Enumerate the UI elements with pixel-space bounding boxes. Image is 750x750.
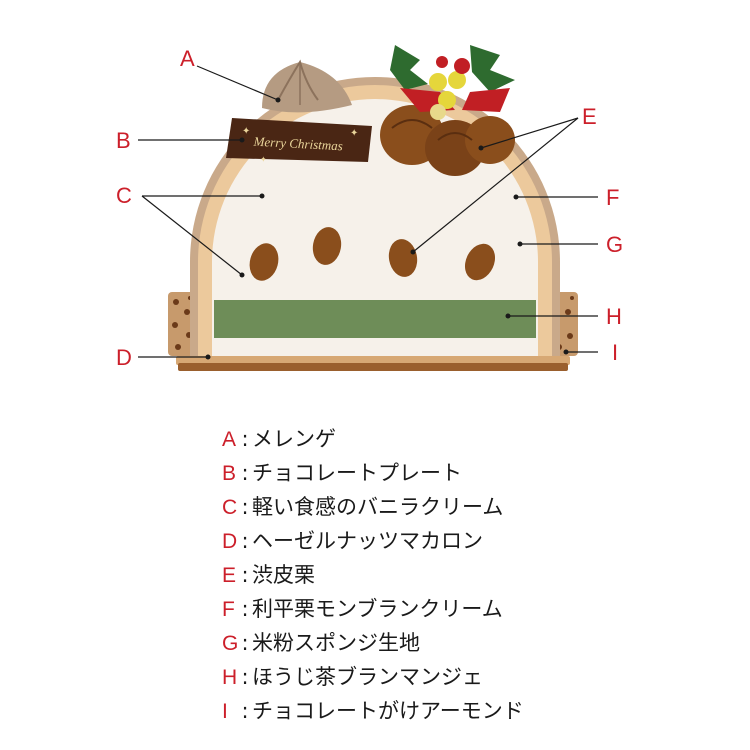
legend-text: チョコレートプレート [252, 461, 462, 485]
legend-item: A:メレンゲ [222, 422, 602, 456]
legend-text: メレンゲ [252, 427, 336, 451]
legend-list: A:メレンゲ B:チョコレートプレート C:軽い食感のバニラクリーム D:ヘーゼ… [222, 422, 602, 728]
legend-separator: : [241, 529, 249, 553]
legend-key: A [222, 428, 237, 451]
legend-separator: : [241, 563, 249, 587]
legend-key: F [222, 598, 235, 621]
callout-g: G [606, 232, 623, 257]
legend-item: D:ヘーゼルナッツマカロン [222, 524, 602, 558]
legend-text: 渋皮栗 [252, 563, 315, 587]
legend-separator: : [241, 495, 249, 519]
chestnut-piece [464, 243, 496, 281]
legend-key: G [222, 632, 239, 655]
chestnut-decorations [380, 105, 515, 176]
svg-text:✦: ✦ [260, 155, 267, 164]
chocolate-plate: Merry Christmas ✦ ✦ ✦ [226, 118, 372, 164]
callout-c: C [116, 183, 132, 208]
callout-i: I [612, 340, 618, 365]
callout-f: F [606, 185, 619, 210]
legend-item: F:利平栗モンブランクリーム [222, 592, 602, 626]
legend-key: D [222, 530, 238, 553]
legend-item: G:米粉スポンジ生地 [222, 626, 602, 660]
callout-b: B [116, 128, 131, 153]
chestnut-piece [249, 243, 279, 281]
plate-text: Merry Christmas [252, 134, 343, 154]
legend-key: H [222, 666, 238, 689]
legend-separator: : [241, 427, 249, 451]
legend-separator: : [241, 461, 249, 485]
callout-d: D [116, 345, 132, 370]
callout-e: E [582, 104, 597, 129]
legend-separator: : [241, 665, 249, 689]
legend-text: 軽い食感のバニラクリーム [252, 495, 504, 519]
legend-item: E:渋皮栗 [222, 558, 602, 592]
legend-separator: : [241, 699, 249, 723]
legend-item: H:ほうじ茶ブランマンジェ [222, 660, 602, 694]
chestnut-piece [312, 227, 342, 265]
holly-ornament [390, 45, 515, 120]
legend-text: チョコレートがけアーモンド [252, 699, 524, 723]
legend-key: B [222, 462, 237, 485]
legend-item: C:軽い食感のバニラクリーム [222, 490, 602, 524]
legend-text: 米粉スポンジ生地 [252, 631, 420, 655]
meringue [262, 59, 352, 113]
callout-a: A [180, 46, 195, 71]
legend-text: 利平栗モンブランクリーム [252, 597, 503, 621]
svg-text:✦: ✦ [350, 128, 358, 139]
legend-text: ヘーゼルナッツマカロン [252, 529, 483, 553]
chestnut-pieces [249, 227, 496, 281]
legend-item: I:チョコレートがけアーモンド [222, 694, 602, 728]
chestnut-piece [388, 239, 418, 277]
legend-separator: : [241, 597, 249, 621]
legend-item: B:チョコレートプレート [222, 456, 602, 490]
hojicha-blancmange-layer [214, 300, 536, 338]
leader-lines [138, 65, 598, 360]
legend-text: ほうじ茶ブランマンジェ [252, 665, 483, 689]
legend-key: E [222, 564, 237, 587]
legend-separator: : [241, 631, 249, 655]
callout-h: H [606, 304, 622, 329]
svg-text:✦: ✦ [242, 126, 250, 137]
macaron-base [176, 356, 570, 371]
legend-key: I [222, 700, 228, 723]
legend-key: C [222, 496, 238, 519]
